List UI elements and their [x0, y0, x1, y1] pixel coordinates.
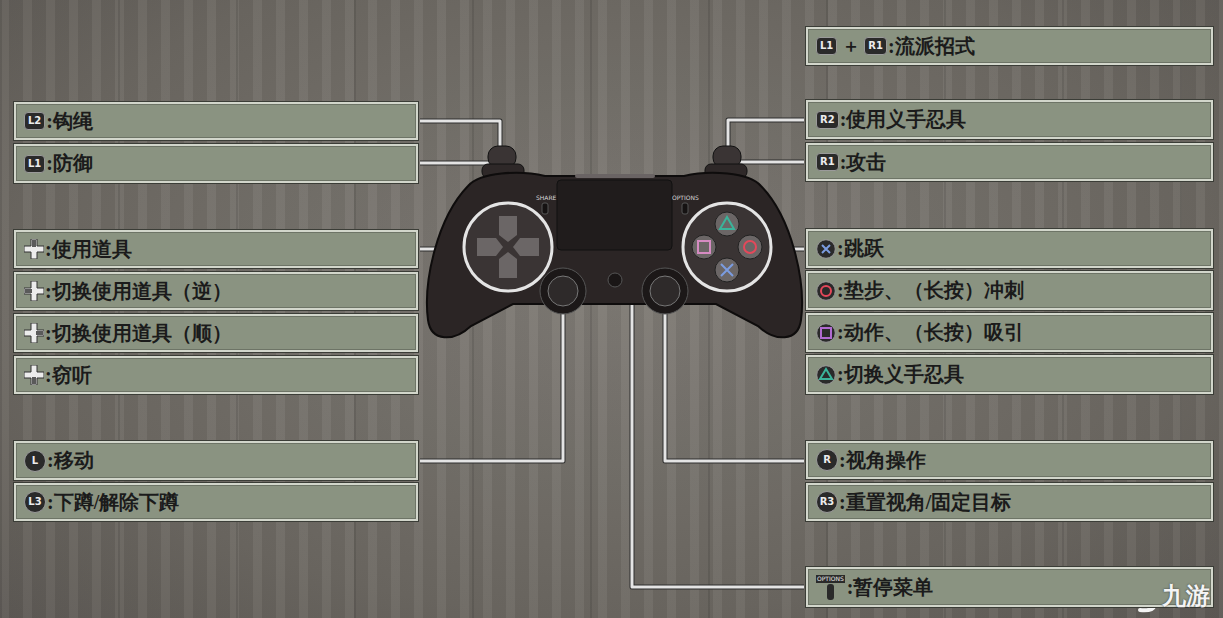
button-icon — [816, 239, 836, 259]
button-glyph: R1 — [816, 153, 839, 171]
action-text: :切换义手忍具 — [837, 361, 964, 388]
action-text: :钩绳 — [46, 108, 93, 135]
ps-button — [608, 273, 622, 287]
button-label-box: :动作、（长按）吸引 — [806, 313, 1213, 352]
plus-sign: ＋ — [842, 34, 860, 58]
button-glyph: R2 — [816, 111, 839, 129]
action-text: :窃听 — [45, 362, 92, 389]
button-label-box: R3:重置视角/固定目标 — [806, 483, 1213, 521]
face-button-icon — [816, 323, 836, 343]
button-label-box: :切换使用道具（逆） — [14, 272, 418, 310]
button-glyph: R3 — [816, 491, 838, 513]
share-button — [542, 203, 548, 214]
button-icon — [24, 239, 44, 259]
dpad-icon — [24, 365, 44, 385]
options-icon: OPTIONS — [816, 575, 845, 600]
face-button-icon — [816, 365, 836, 385]
button-label-box: L1 ＋R1:流派招式 — [806, 27, 1213, 65]
button-label-box: L2:钩绳 — [14, 102, 418, 140]
button-icon — [816, 323, 836, 343]
leader-lines — [420, 120, 804, 587]
action-text: :动作、（长按）吸引 — [837, 319, 1024, 346]
watermark: 九游 — [1162, 580, 1210, 612]
action-text: :使用道具 — [45, 236, 132, 263]
dpad-icon — [24, 323, 44, 343]
action-text: :流派招式 — [888, 33, 975, 60]
button-label-box: :切换使用道具（顺） — [14, 314, 418, 352]
dpad — [464, 203, 552, 291]
touchpad — [557, 180, 672, 250]
action-text: :切换使用道具（顺） — [45, 320, 232, 347]
dpad-icon — [24, 281, 44, 301]
button-label-box: OPTIONS:暂停菜单 — [806, 567, 1213, 607]
button-glyph: L2 — [24, 112, 45, 130]
button-glyph: L3 — [24, 491, 46, 513]
button-icon — [816, 281, 836, 301]
action-text: :移动 — [47, 447, 94, 474]
button-glyph: L1 — [24, 155, 45, 173]
button-label-box: R2:使用义手忍具 — [806, 100, 1213, 139]
button-icon — [24, 323, 44, 343]
button-caption: SHARE — [536, 194, 556, 201]
button-label-box: :切换义手忍具 — [806, 355, 1213, 394]
button-glyph: R1 — [864, 37, 887, 55]
light-bar — [575, 174, 655, 178]
button-glyph: L — [24, 450, 46, 472]
face-button-icon — [816, 239, 836, 259]
button-caption: OPTIONS — [672, 194, 699, 201]
controller-body — [427, 146, 802, 337]
button-icon — [24, 365, 44, 385]
button-label-box: :垫步、（长按）冲刺 — [806, 271, 1213, 310]
dpad-icon — [24, 239, 44, 259]
button-icon — [816, 365, 836, 385]
action-text: :跳跃 — [837, 235, 884, 262]
action-text: :使用义手忍具 — [840, 106, 967, 133]
button-label-box: :窃听 — [14, 356, 418, 394]
button-label-box: :跳跃 — [806, 229, 1213, 268]
action-text: :攻击 — [840, 149, 887, 176]
button-label-box: L:移动 — [14, 441, 418, 480]
button-glyph: R — [816, 449, 838, 471]
action-text: :暂停菜单 — [847, 574, 934, 601]
button-glyph: OPTIONS — [816, 575, 845, 583]
action-text: :下蹲/解除下蹲 — [47, 489, 179, 516]
button-label-box: R1:攻击 — [806, 143, 1213, 181]
options-pill — [827, 584, 834, 600]
controller-shell — [427, 173, 802, 338]
button-label-box: :使用道具 — [14, 230, 418, 268]
action-text: :重置视角/固定目标 — [839, 489, 1011, 516]
sticks — [540, 268, 688, 314]
face-buttons — [683, 203, 771, 291]
button-icon — [24, 281, 44, 301]
button-glyph: L1 — [816, 37, 837, 55]
options-button — [682, 203, 688, 214]
action-text: :视角操作 — [839, 447, 926, 474]
action-text: :垫步、（长按）冲刺 — [837, 277, 1024, 304]
action-text: :防御 — [46, 150, 93, 177]
action-text: :切换使用道具（逆） — [45, 278, 232, 305]
button-label-box: L3:下蹲/解除下蹲 — [14, 483, 418, 521]
button-label-box: L1:防御 — [14, 144, 418, 183]
button-label-box: R:视角操作 — [806, 441, 1213, 479]
face-button-icon — [816, 281, 836, 301]
